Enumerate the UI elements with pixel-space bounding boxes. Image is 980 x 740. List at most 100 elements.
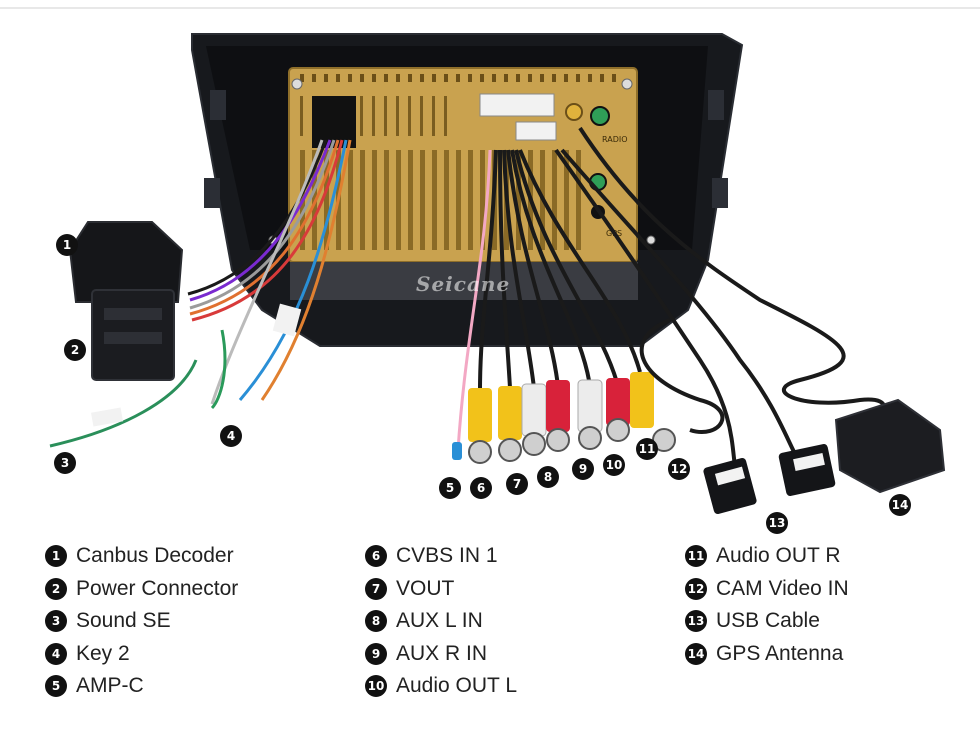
connector-slot xyxy=(104,332,162,344)
legend-item: 13 USB Cable xyxy=(685,605,849,638)
screw-icon xyxy=(291,78,303,90)
power-harness-wires xyxy=(187,139,352,405)
legend-number: 3 xyxy=(45,610,67,633)
frame-tab-left xyxy=(210,90,226,120)
legend-number: 10 xyxy=(365,675,387,698)
usb-port-1 xyxy=(714,466,746,486)
legend-label: CVBS IN 1 xyxy=(396,544,498,568)
callout-1: 1 xyxy=(56,234,78,256)
usb-plug-1 xyxy=(703,458,757,514)
chassis-mid-vents xyxy=(300,96,447,136)
legend-item: 8 AUX L IN xyxy=(365,605,517,638)
gps-antenna xyxy=(834,398,946,494)
legend-column-2: 6 CVBS IN 1 7 VOUT 8 AUX L IN 9 AUX R IN 10 A… xyxy=(365,540,517,703)
rca-plug-audio-out-r xyxy=(606,378,630,442)
legend-label: Audio OUT R xyxy=(716,544,841,568)
power-socket xyxy=(312,96,356,148)
radio-antenna-jack xyxy=(590,106,610,126)
callout-5: 5 xyxy=(439,477,461,499)
legend-item: 14 GPS Antenna xyxy=(685,638,849,671)
legend-number: 11 xyxy=(685,545,707,568)
amp-c-tip xyxy=(452,442,462,460)
legend-label: AUX R IN xyxy=(396,641,488,665)
legend-item: 7 VOUT xyxy=(365,573,517,606)
legend-label: Key 2 xyxy=(76,641,130,665)
watermark: Seicane xyxy=(416,272,511,296)
chassis-top-vents xyxy=(300,74,616,82)
callout-8: 8 xyxy=(537,466,559,488)
callout-2: 2 xyxy=(64,339,86,361)
rca-plug-aux-l xyxy=(521,383,547,456)
callout-14: 14 xyxy=(889,494,911,516)
legend-label: GPS Antenna xyxy=(716,641,844,665)
legend-item: 11 Audio OUT R xyxy=(685,540,849,573)
legend-label: AMP-C xyxy=(76,674,144,698)
legend-label: USB Cable xyxy=(716,609,820,633)
connector-slot xyxy=(104,308,162,320)
legend-label: VOUT xyxy=(396,576,455,600)
legend-item: 12 CAM Video IN xyxy=(685,573,849,606)
usb-port-2 xyxy=(793,453,825,471)
usb-cable-2 xyxy=(560,148,806,472)
rca-plug-cvbs xyxy=(468,388,492,464)
callout-6: 6 xyxy=(470,477,492,499)
callout-13: 13 xyxy=(766,512,788,534)
aux-connector-top xyxy=(479,93,555,117)
key-wire xyxy=(210,329,227,410)
amp-c-wire xyxy=(456,149,492,451)
legend-number: 1 xyxy=(45,545,67,568)
legend-number: 9 xyxy=(365,642,387,665)
legend-number: 6 xyxy=(365,545,387,568)
gps-cable xyxy=(578,126,886,422)
callout-4: 4 xyxy=(220,425,242,447)
legend-label: Sound SE xyxy=(76,609,171,633)
frame-tab-right xyxy=(708,90,724,120)
legend-number: 5 xyxy=(45,675,67,698)
legend-number: 12 xyxy=(685,577,707,600)
legend-label: AUX L IN xyxy=(396,609,483,633)
legend-number: 4 xyxy=(45,642,67,665)
frame-tab-left-2 xyxy=(204,178,220,208)
callout-11: 11 xyxy=(636,438,658,460)
legend-number: 2 xyxy=(45,577,67,600)
sound-wire xyxy=(49,359,198,448)
callout-10: 10 xyxy=(603,454,625,476)
wire-tag xyxy=(91,407,123,427)
legend-number: 7 xyxy=(365,577,387,600)
radio-jack xyxy=(565,103,583,121)
callout-7: 7 xyxy=(506,473,528,495)
usb-plug-2 xyxy=(778,444,836,496)
screw-icon xyxy=(621,78,633,90)
rca-plug-audio-out-l xyxy=(577,379,603,450)
legend-label: Power Connector xyxy=(76,576,239,600)
aux-connector-bottom xyxy=(515,121,557,141)
frame-tab-right-2 xyxy=(712,178,728,208)
wire-tag xyxy=(272,303,302,337)
legend-label: CAM Video IN xyxy=(716,576,849,600)
callout-9: 9 xyxy=(572,458,594,480)
radio-label: RADIO xyxy=(602,135,628,144)
legend-item: 4 Key 2 xyxy=(45,638,238,671)
wiring-diagram: RADIO GPS xyxy=(0,7,980,534)
callout-12: 12 xyxy=(668,458,690,480)
rca-plug-vout xyxy=(498,386,522,462)
legend-number: 14 xyxy=(685,642,707,665)
callout-3: 3 xyxy=(54,452,76,474)
legend-item: 5 AMP-C xyxy=(45,670,238,703)
legend-label: Audio OUT L xyxy=(396,674,518,698)
legend-item: 2 Power Connector xyxy=(45,573,238,606)
bottom-shelf xyxy=(290,262,638,300)
diagram-svg: RADIO GPS xyxy=(0,7,980,514)
usb-cable-1 xyxy=(554,148,740,481)
legend-item: 10 Audio OUT L xyxy=(365,670,517,703)
legend-item: 3 Sound SE xyxy=(45,605,238,638)
legend-number: 8 xyxy=(365,610,387,633)
usb-cable-loop xyxy=(639,318,725,434)
rca-bundle-wires xyxy=(478,149,642,391)
legend-column-3: 11 Audio OUT R 12 CAM Video IN 13 USB Cable… xyxy=(685,540,849,670)
legend-number: 13 xyxy=(685,610,707,633)
rca-plug-aux-r xyxy=(546,380,570,452)
